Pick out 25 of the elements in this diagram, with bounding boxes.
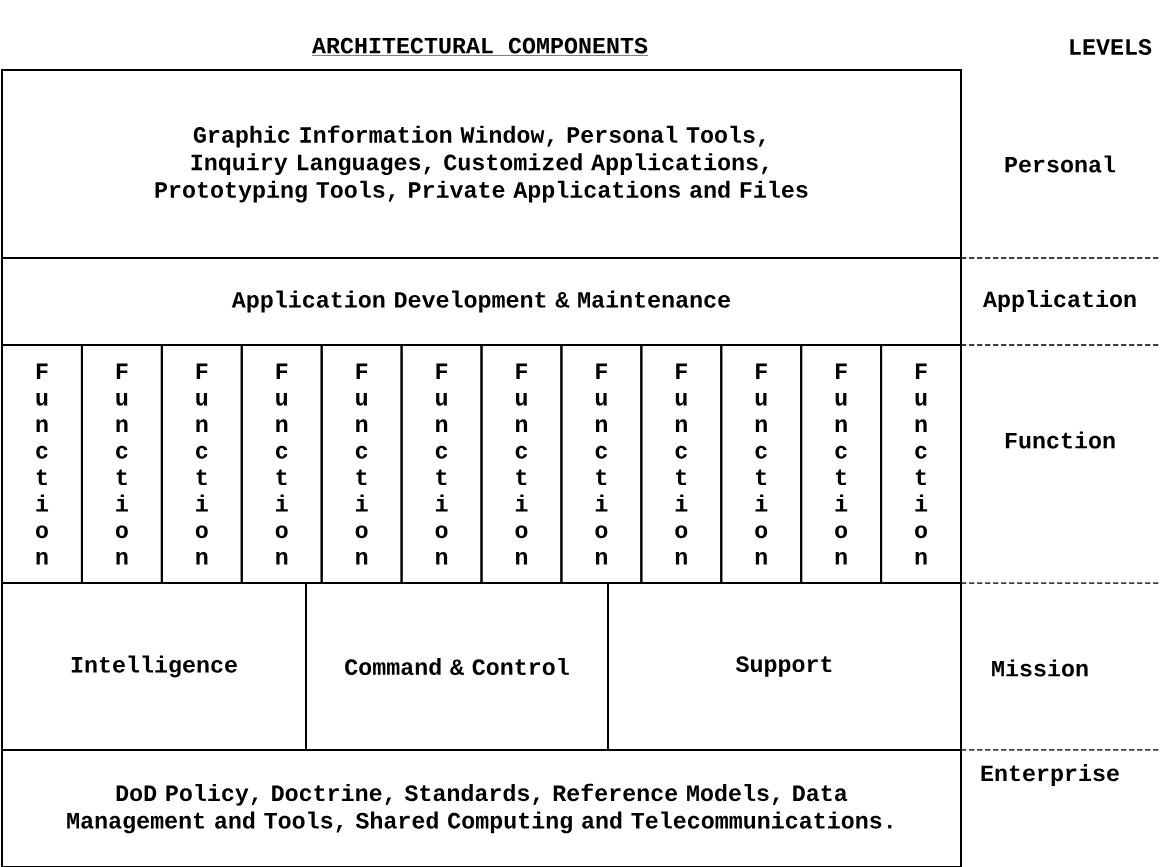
function-column: Function	[480, 344, 563, 584]
function-column: Function	[800, 344, 883, 584]
function-column: Function	[160, 344, 243, 584]
function-column: Function	[560, 344, 643, 584]
function-column: Function	[320, 344, 403, 584]
component-box: Graphic Information Window, Personal Tools, Inquiry Languages, Customized Applications, Prototyping Tools, Private Applications and Files	[1, 69, 962, 259]
component-box: Support	[607, 582, 962, 751]
function-column: Function	[640, 344, 723, 584]
function-column: Function	[880, 344, 962, 584]
level-label: Function	[1005, 431, 1115, 449]
function-column: Function	[400, 344, 483, 584]
column-heading: LEVELS	[1070, 39, 1152, 55]
function-column: Function	[240, 344, 323, 584]
component-box: Command & Control	[305, 582, 609, 751]
component-box: Intelligence	[1, 582, 307, 751]
function-column: Function	[720, 344, 803, 584]
level-label: Application	[983, 290, 1136, 312]
function-column: Function	[1, 344, 83, 584]
component-box: Application Development & Maintenance	[1, 257, 962, 346]
level-label: Personal	[1005, 155, 1116, 173]
component-box: DoD Policy, Doctrine, Standards, Reference Models, Data Management and Tools, Shared Computing and Telecommunications.	[1, 749, 962, 867]
level-label: Mission	[992, 659, 1088, 677]
level-label: Enterprise	[981, 764, 1119, 786]
function-column: Function	[80, 344, 163, 584]
title: ARCHITECTURAL COMPONENTS	[311, 37, 649, 56]
